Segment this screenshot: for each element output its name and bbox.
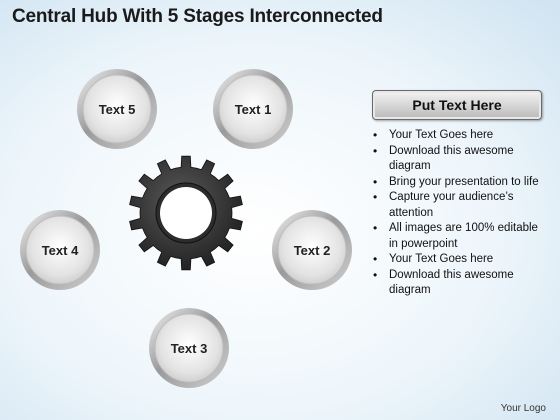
stage-label-1: Text 1 [235,102,272,117]
bullet-item: Your Text Goes here [369,252,549,268]
stage-node-1: Text 1 [213,69,293,149]
slide-title: Central Hub With 5 Stages Interconnected [12,6,383,27]
panel-header: Put Text Here [372,90,542,120]
stage-node-4: Text 4 [20,210,100,290]
logo-placeholder: Your Logo [500,403,546,414]
stage-label-2: Text 2 [294,243,331,258]
stage-node-5: Text 5 [77,69,157,149]
bullet-item: Your Text Goes here [369,128,549,144]
bullet-item: All images are 100% editable in powerpoi… [369,221,549,252]
bullet-item: Bring your presentation to life [369,175,549,191]
bullet-item: Download this awesome diagram [369,144,549,175]
stage-label-5: Text 5 [99,102,136,117]
bullet-item: Download this awesome diagram [369,268,549,299]
stage-node-2: Text 2 [272,210,352,290]
bullet-list: Your Text Goes here Download this awesom… [369,128,549,299]
gear-icon [129,155,243,271]
bullet-item: Capture your audience’s attention [369,190,549,221]
stage-label-3: Text 3 [171,341,208,356]
stage-node-3: Text 3 [149,308,229,388]
stage-label-4: Text 4 [42,243,79,258]
